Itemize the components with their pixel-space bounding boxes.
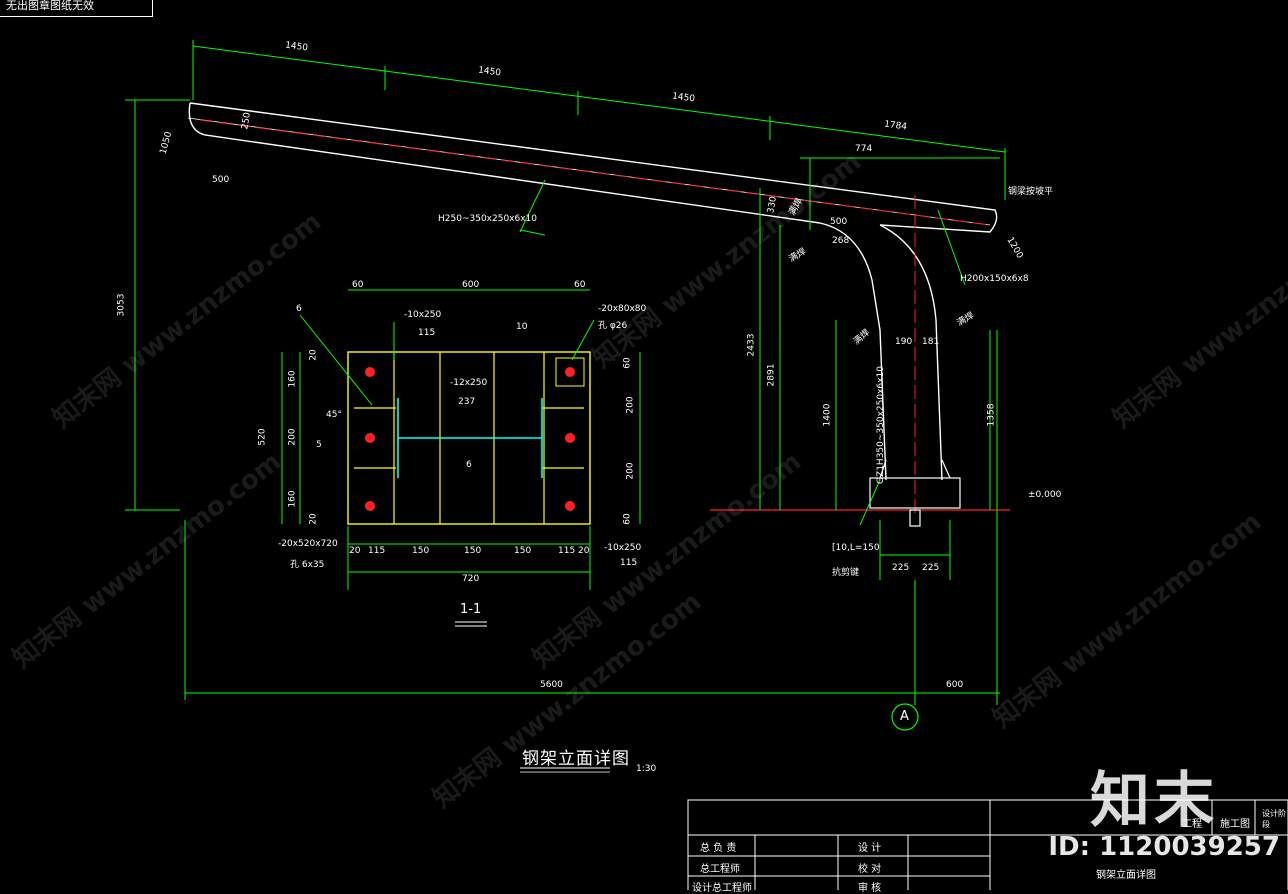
section-base-plate bbox=[281, 289, 641, 627]
tb-sheet-title: 钢架立面详图 bbox=[1096, 870, 1156, 881]
dim-left-height: 3053 bbox=[116, 293, 127, 317]
weld-size: 6 bbox=[466, 460, 472, 470]
dim-total-length: 5600 bbox=[540, 680, 563, 690]
plate-height-3: 200 bbox=[287, 428, 298, 446]
dim-col-2: 1358 bbox=[986, 403, 997, 427]
plate-top-3: 60 bbox=[574, 280, 586, 290]
bolt bbox=[565, 433, 575, 443]
grid-bubble bbox=[891, 703, 919, 731]
dim-base-2: 225 bbox=[922, 563, 940, 573]
tb-row-mid: 审 核 bbox=[858, 883, 882, 894]
plate-width-4: 150 bbox=[464, 546, 482, 556]
plate-height-5: 20 bbox=[308, 513, 319, 525]
bolt bbox=[365, 367, 375, 377]
rafter-spec: H200x150x6x8 bbox=[960, 274, 1029, 284]
bolt bbox=[365, 501, 375, 511]
tb-row-left: 设计总工程师 bbox=[692, 883, 752, 894]
plate-width-7: 20 bbox=[578, 546, 590, 556]
tb-design: 设计阶段 bbox=[1262, 809, 1286, 829]
dim-misc: 268 bbox=[832, 236, 850, 246]
drawing-scale: 1:30 bbox=[636, 764, 657, 774]
angle-label: 45° bbox=[326, 410, 342, 420]
weld-size: 6 bbox=[296, 304, 302, 314]
logo-text: 知末 bbox=[1090, 766, 1218, 836]
top-dimension-chain bbox=[192, 40, 1006, 200]
tb-stage: 施工图 bbox=[1220, 819, 1250, 830]
dim-misc: 181 bbox=[922, 337, 940, 347]
weld-size: 10 bbox=[516, 322, 528, 332]
dim-col-3: 2433 bbox=[746, 333, 757, 357]
plate-height-4: 160 bbox=[287, 490, 298, 508]
tb-row-mid: 设 计 bbox=[858, 843, 882, 854]
plate-total-height: 520 bbox=[257, 428, 268, 446]
grid-axis-label: A bbox=[900, 709, 909, 724]
right-plate-2: 200 bbox=[625, 396, 636, 414]
anchor-spec: [10,L=150 bbox=[832, 543, 880, 553]
column-spec: GZ1H350~350x250x6x10 bbox=[875, 366, 886, 484]
header-note-box bbox=[0, 0, 153, 17]
bolt bbox=[565, 367, 575, 377]
dim-overhang: 600 bbox=[946, 680, 964, 690]
bottom-dimension bbox=[185, 330, 1000, 705]
right-plate-1: 60 bbox=[622, 357, 633, 369]
column-dimensions bbox=[759, 157, 1000, 580]
plate-height-1: 20 bbox=[308, 349, 319, 361]
dim-misc: 774 bbox=[855, 144, 873, 154]
elevation-label: ±0.000 bbox=[1028, 490, 1062, 500]
dim-col-1: 1400 bbox=[822, 403, 833, 427]
bolt bbox=[365, 433, 375, 443]
dim-misc: 190 bbox=[895, 337, 913, 347]
beam-spec: H250~350x250x6x10 bbox=[438, 214, 537, 224]
drawing-title: 钢架立面详图 bbox=[522, 749, 630, 769]
dim-misc: 500 bbox=[830, 217, 848, 227]
weld-size: 5 bbox=[316, 440, 322, 450]
title-block-frame bbox=[687, 799, 1288, 890]
base-plate-spec: -20x520x720 bbox=[278, 539, 338, 549]
plate-total-width: 720 bbox=[462, 574, 480, 584]
column-base bbox=[869, 459, 961, 527]
roof-level-label: 钢梁按坡平 bbox=[1008, 187, 1054, 197]
tb-project: 工程 bbox=[1182, 819, 1202, 830]
dim-misc: 115 bbox=[418, 328, 436, 338]
dim-misc: 237 bbox=[458, 397, 476, 407]
plate-width-2: 115 bbox=[368, 546, 386, 556]
tb-row-left: 总工程师 bbox=[700, 864, 740, 875]
bolt bbox=[565, 501, 575, 511]
washer-hole-spec: 孔 φ26 bbox=[598, 321, 628, 331]
plate-width-1: 20 bbox=[349, 546, 361, 556]
plate-top-1: 60 bbox=[352, 280, 364, 290]
plate-height-2: 160 bbox=[287, 370, 298, 388]
tb-row-left: 总 负 责 bbox=[700, 843, 737, 854]
left-height-dimension bbox=[125, 99, 190, 700]
leaders bbox=[299, 179, 966, 526]
stiffener-spec: -10x250 bbox=[604, 543, 642, 553]
id-text: ID: 1120039257 bbox=[1048, 832, 1280, 862]
dim-misc: 115 bbox=[620, 558, 638, 568]
right-plate-4: 60 bbox=[622, 513, 633, 525]
dim-col-4: 2891 bbox=[766, 363, 777, 387]
stiffener-spec: -12x250 bbox=[450, 378, 488, 388]
anchor-label: 抗剪键 bbox=[832, 568, 860, 578]
plate-width-6: 115 bbox=[558, 546, 576, 556]
section-label: 1-1 bbox=[460, 602, 482, 617]
plate-width-5: 150 bbox=[514, 546, 532, 556]
plate-width-3: 150 bbox=[412, 546, 430, 556]
header-note: 无出图章图纸无效 bbox=[6, 0, 94, 12]
bolt-hole-spec: 孔 6x35 bbox=[290, 560, 325, 570]
tb-row-mid: 校 对 bbox=[858, 864, 882, 875]
dim-misc: 500 bbox=[212, 175, 230, 185]
washer-spec: -20x80x80 bbox=[598, 304, 647, 314]
plate-top-2: 600 bbox=[462, 280, 480, 290]
stiffener-spec: -10x250 bbox=[404, 310, 442, 320]
right-plate-3: 200 bbox=[625, 462, 636, 480]
anchor-bolts bbox=[365, 367, 575, 511]
dim-base-1: 225 bbox=[892, 563, 910, 573]
